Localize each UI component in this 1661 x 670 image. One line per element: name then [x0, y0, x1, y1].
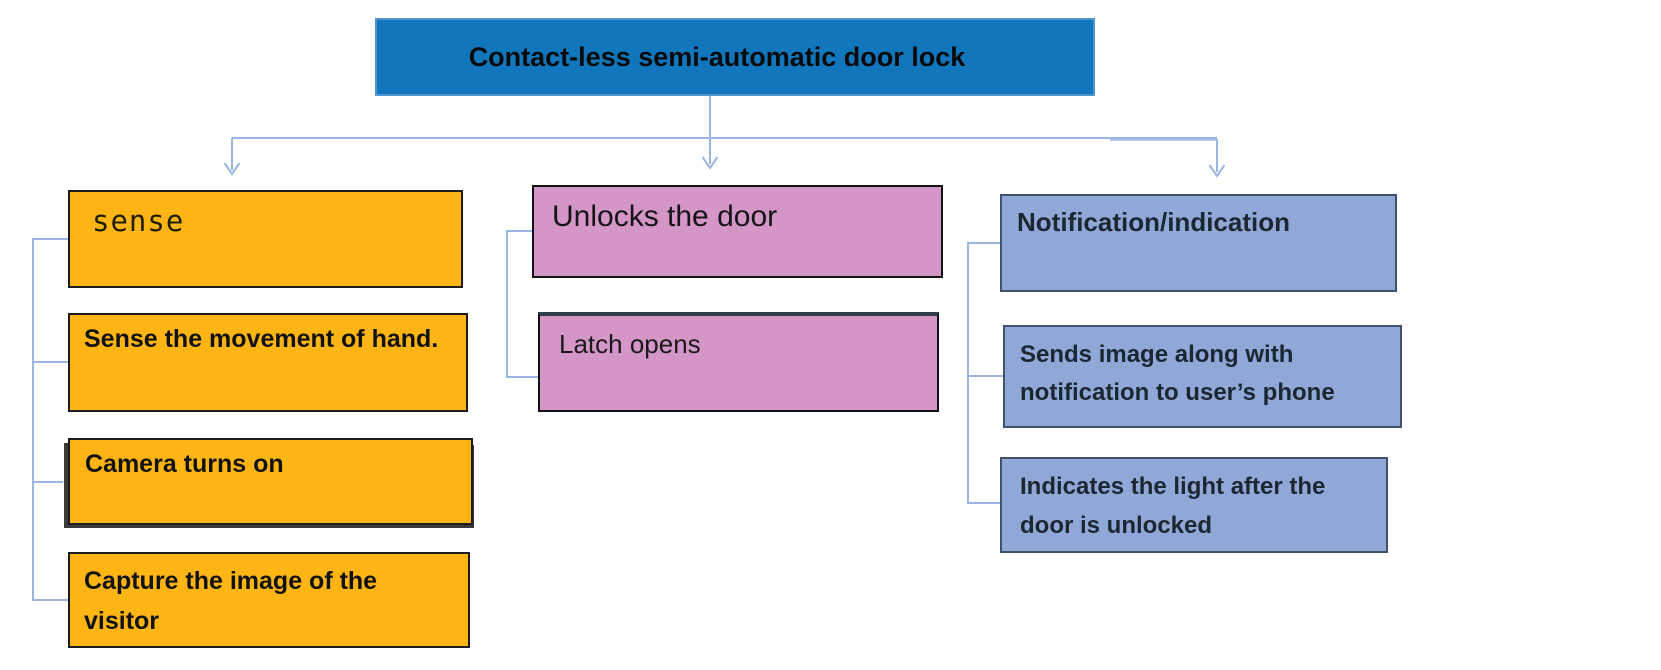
- root-node-contactless-door-lock: Contact-less semi-automatic door lock: [375, 18, 1095, 96]
- branch-header-notification-label: Notification/indication: [1017, 207, 1290, 237]
- arrowhead-right: [1208, 164, 1226, 178]
- bracket-notification: [967, 242, 1000, 504]
- root-node-label: Contact-less semi-automatic door lock: [468, 41, 966, 72]
- node-camera-turns-on-label: Camera turns on: [85, 450, 284, 478]
- branch-header-sense-label: sense: [92, 204, 185, 238]
- branch-header-unlocks-door-label: Unlocks the door: [552, 200, 778, 233]
- arrowhead-middle: [701, 156, 719, 170]
- node-latch-opens-label: Latch opens: [559, 329, 701, 359]
- branch-header-unlocks-door: Unlocks the door: [532, 185, 943, 278]
- branch-header-sense: sense: [68, 190, 463, 288]
- node-sends-image: Sends image along with notification to u…: [1003, 325, 1402, 428]
- branch-header-notification: Notification/indication: [1000, 194, 1397, 292]
- node-sense-movement-label: Sense the movement of hand.: [84, 325, 439, 353]
- node-camera-turns-on: Camera turns on: [68, 438, 473, 525]
- bracket-unlock: [506, 230, 538, 378]
- bracket-sense: [32, 238, 68, 601]
- node-sense-movement: Sense the movement of hand.: [68, 313, 468, 412]
- node-indicates-light-label: Indicates the light after the door is un…: [1020, 473, 1326, 539]
- arrowhead-left: [223, 162, 241, 176]
- node-latch-opens: Latch opens: [538, 312, 939, 412]
- node-indicates-light: Indicates the light after the door is un…: [1000, 457, 1388, 553]
- node-capture-image-label: Capture the image of the visitor: [84, 567, 378, 635]
- node-sends-image-label: Sends image along with notification to u…: [1020, 341, 1335, 406]
- node-capture-image: Capture the image of the visitor: [68, 552, 470, 648]
